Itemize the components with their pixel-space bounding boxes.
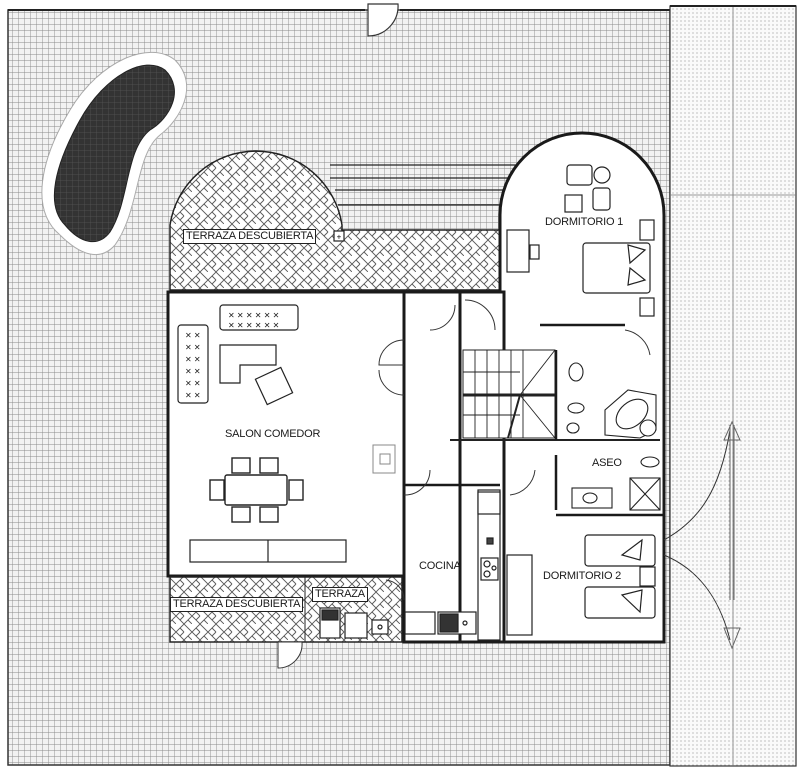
svg-text:+: + <box>337 233 342 242</box>
svg-text:✕ ✕ ✕ ✕ ✕ ✕: ✕ ✕ ✕ ✕ ✕ ✕ <box>228 321 279 330</box>
coffee-table <box>219 344 294 406</box>
label-salon-comedor: SALON COMEDOR <box>225 428 321 440</box>
fireplace <box>372 444 396 474</box>
label-terraza-top: TERRAZA DESCUBIERTA <box>183 229 317 244</box>
svg-text:✕ ✕: ✕ ✕ <box>185 343 201 352</box>
swimming-pool <box>41 51 188 255</box>
sofa-left: ✕ ✕ ✕ ✕ ✕ ✕ ✕ ✕ ✕ ✕ ✕ ✕ <box>177 324 209 404</box>
driveway <box>669 5 797 767</box>
dorm2-beds <box>506 534 656 636</box>
internal-walls <box>168 323 664 642</box>
gate-top <box>367 3 399 37</box>
kitchen-fixtures <box>319 489 501 641</box>
sideboard <box>189 539 347 563</box>
terrace-top: + <box>169 150 520 291</box>
dorm1-furniture <box>506 164 655 317</box>
svg-text:✕ ✕: ✕ ✕ <box>185 331 201 340</box>
sofa-top: ✕ ✕ ✕ ✕ ✕ ✕ ✕ ✕ ✕ ✕ ✕ ✕ <box>219 304 299 331</box>
doors <box>378 299 731 641</box>
label-aseo: ASEO <box>592 457 622 469</box>
driveway-arrows <box>723 420 741 650</box>
label-cocina: COCINA <box>419 560 461 572</box>
svg-text:✕ ✕ ✕ ✕ ✕ ✕: ✕ ✕ ✕ ✕ ✕ ✕ <box>228 311 279 320</box>
dining-table <box>209 457 304 523</box>
bathroom-fixtures <box>566 362 661 511</box>
label-dormitorio-2: DORMITORIO 2 <box>543 570 622 582</box>
svg-text:✕ ✕: ✕ ✕ <box>185 379 201 388</box>
svg-text:✕ ✕: ✕ ✕ <box>185 355 201 364</box>
label-terraza-small: TERRAZA <box>312 587 368 602</box>
label-terraza-bottom: TERRAZA DESCUBIERTA <box>170 597 304 612</box>
svg-text:✕ ✕: ✕ ✕ <box>185 367 201 376</box>
label-dormitorio-1: DORMITORIO 1 <box>545 216 624 228</box>
svg-text:✕ ✕: ✕ ✕ <box>185 391 201 400</box>
